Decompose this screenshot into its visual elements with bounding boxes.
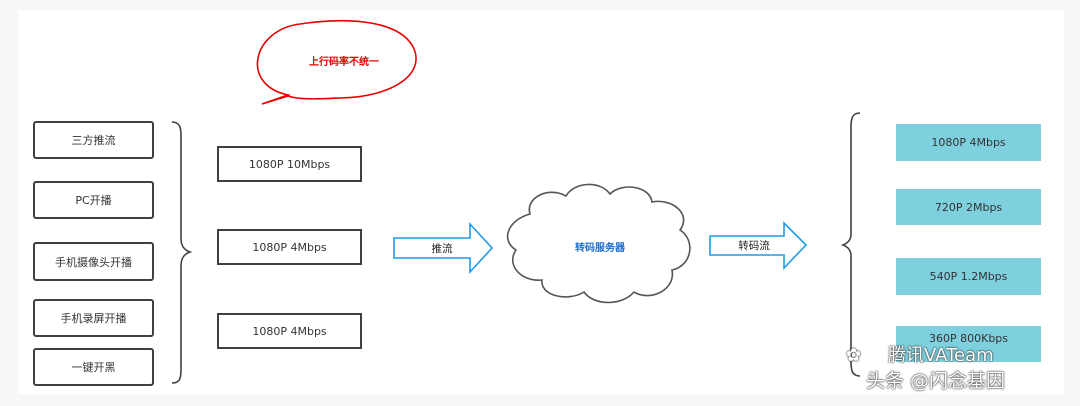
output-stream-540p: 540P 1.2Mbps: [896, 258, 1041, 295]
upstream-bitrate-2: 1080P 4Mbps: [217, 229, 362, 265]
transcode-arrow-label: 转码流: [738, 240, 770, 252]
watermark-source: 头条 @闪念基因: [866, 370, 1006, 392]
wechat-logo-icon: ✿: [846, 345, 862, 366]
push-arrow-label: 推流: [431, 242, 453, 255]
watermark-account-name: 腾讯VATeam: [888, 345, 994, 366]
source-phone-camera-live: 手机摄像头开播: [33, 242, 154, 281]
cloud-shape: [506, 183, 691, 304]
source-phone-screen-live: 手机录屏开播: [33, 299, 154, 337]
output-stream-1080p: 1080P 4Mbps: [896, 124, 1041, 161]
push-arrow-shape: [393, 221, 494, 275]
output-stream-720p: 720P 2Mbps: [896, 189, 1041, 225]
output-stream-360p: 360P 800Kbps: [896, 326, 1041, 362]
transcode-arrow-shape: [709, 221, 808, 270]
source-pc-live: PC开播: [33, 181, 154, 219]
right-brace: [840, 112, 861, 377]
upstream-bitrate-1: 1080P 10Mbps: [217, 146, 362, 182]
speech-bubble-shape: [256, 19, 417, 105]
transcode-server-label: 转码服务器: [575, 242, 625, 254]
left-brace: [171, 121, 193, 384]
source-third-party-push: 三方推流: [33, 121, 154, 159]
bubble-text: 上行码率不统一: [309, 56, 379, 68]
upstream-bitrate-3: 1080P 4Mbps: [217, 313, 362, 349]
source-one-click-team: 一键开黑: [33, 348, 154, 386]
